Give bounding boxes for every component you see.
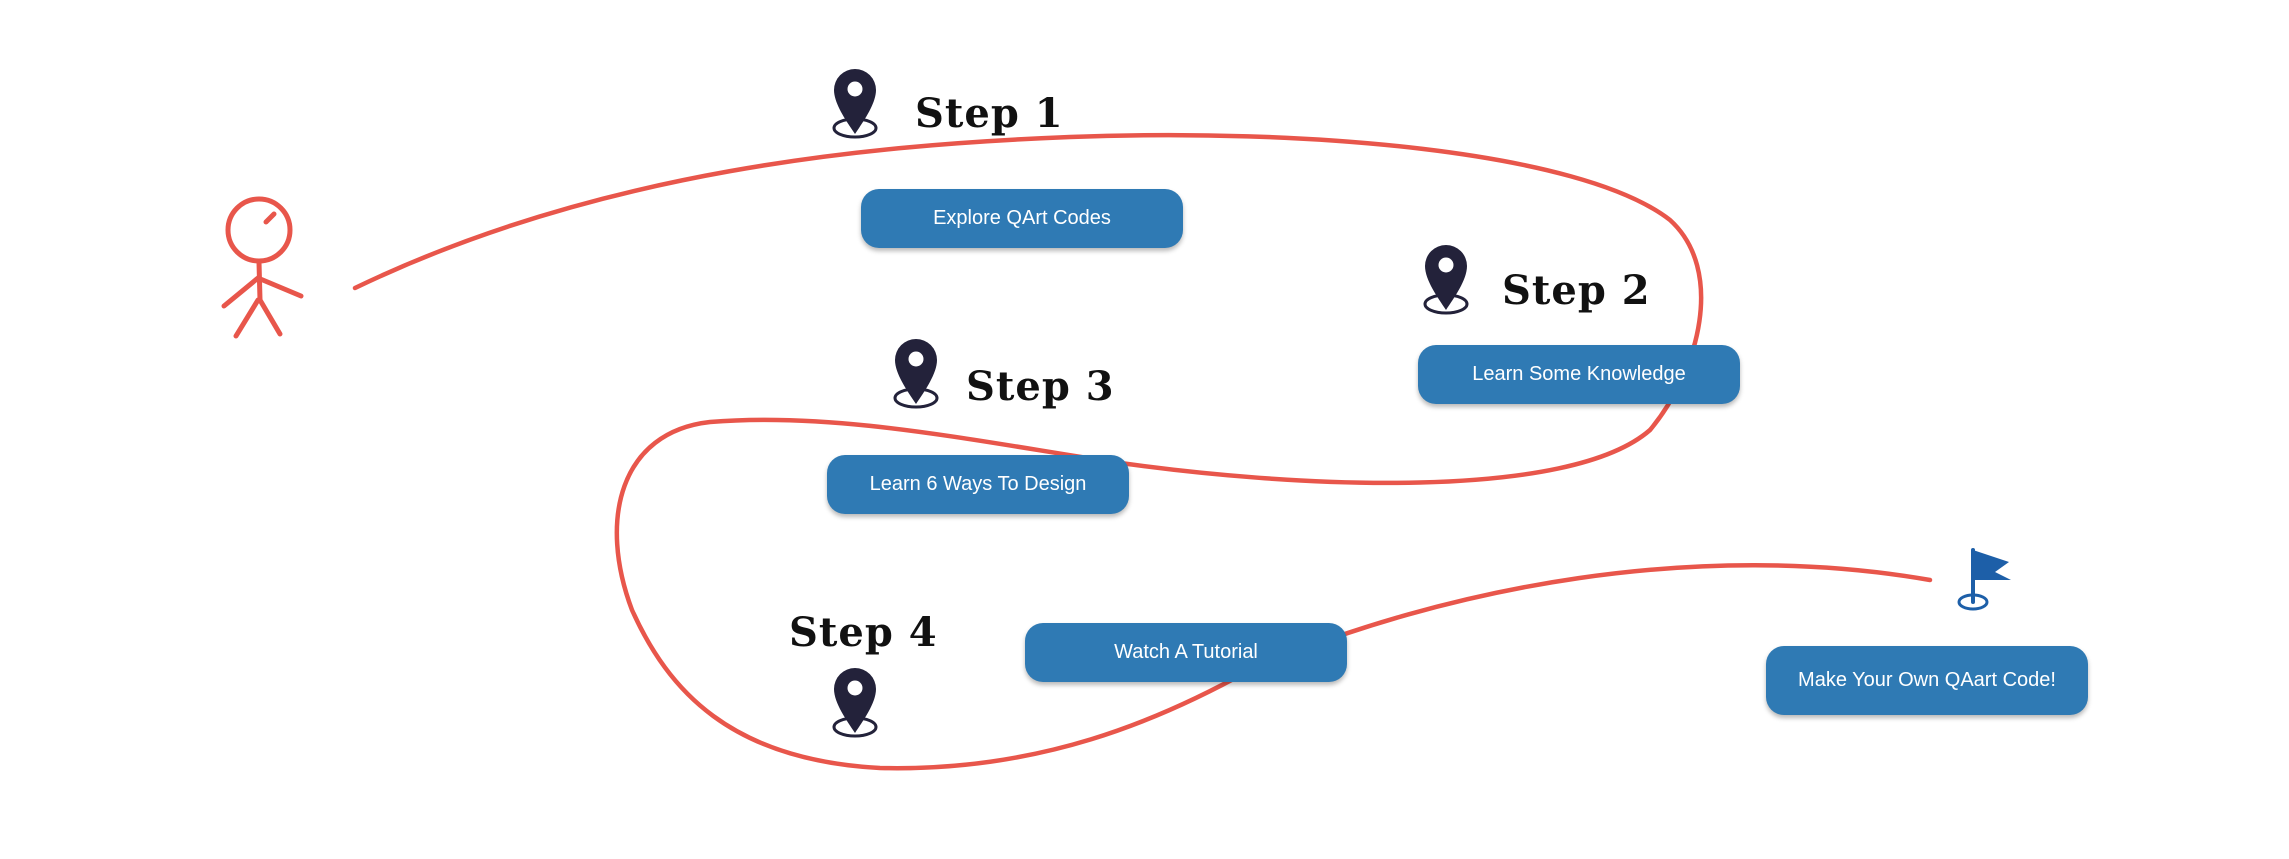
learn-6-ways-to-design-button[interactable]: Learn 6 Ways To Design [827,455,1129,514]
step-4-label: Step 4 [789,609,938,656]
watch-a-tutorial-button[interactable]: Watch A Tutorial [1025,623,1347,682]
flag-icon [1957,548,2011,611]
make-your-own-qart-code-button[interactable]: Make Your Own QAart Code! [1766,646,2088,715]
explore-qart-codes-button[interactable]: Explore QArt Codes [861,189,1183,248]
stick-figure-icon [221,196,304,339]
step-1-pin-icon [832,69,878,139]
learn-some-knowledge-button[interactable]: Learn Some Knowledge [1418,345,1740,404]
step-3-label: Step 3 [966,363,1115,410]
journey-path [352,132,1933,771]
step-1-label: Step 1 [915,90,1064,137]
step-2-label: Step 2 [1502,267,1651,314]
step-2-pin-icon [1423,245,1469,315]
step-3-pin-icon [893,339,939,409]
step-4-pin-icon [832,668,878,738]
